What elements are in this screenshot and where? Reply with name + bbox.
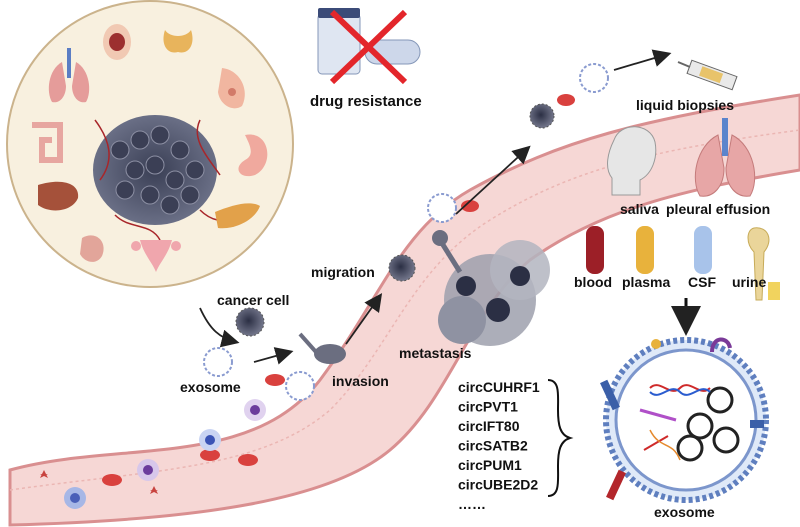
lungs-icon	[694, 118, 756, 197]
cancer-cell-icon	[235, 103, 555, 337]
uterus-icon	[131, 240, 181, 272]
primary-tumor	[93, 115, 236, 241]
exosome-bottom-label: exosome	[654, 504, 715, 520]
saliva-label: saliva	[620, 201, 659, 217]
cancer-cell-label: cancer cell	[217, 292, 289, 308]
liquid-biopsies-label: liquid biopsies	[636, 97, 734, 113]
invasion-label: invasion	[332, 373, 389, 389]
intestine-icon	[32, 122, 63, 163]
organ-circle	[6, 0, 294, 288]
blood-tube-icon	[586, 226, 604, 274]
exosome-small-icon	[203, 63, 609, 401]
stomach-icon	[238, 134, 268, 177]
pancreas-icon	[215, 203, 260, 229]
blood-label: blood	[574, 274, 612, 290]
circ-item: circSATB2	[458, 438, 528, 454]
csf-tube-icon	[694, 226, 712, 274]
circ-item: circCUHRF1	[458, 379, 540, 395]
csf-label: CSF	[688, 274, 716, 290]
metastasis-label: metastasis	[399, 345, 472, 361]
breast-icon	[218, 68, 245, 109]
flow-arrows	[199, 49, 672, 365]
liver-icon	[38, 181, 79, 211]
thyroid-icon	[163, 30, 193, 53]
drug-resistance-label: drug resistance	[310, 93, 422, 110]
circ-item: ……	[458, 496, 486, 512]
circ-item: circIFT80	[458, 418, 520, 434]
head-profile-icon	[607, 126, 657, 196]
metastasis-cluster	[432, 230, 550, 346]
migration-label: migration	[311, 264, 375, 280]
invading-cell-icon	[298, 332, 346, 364]
lung-icon	[48, 48, 90, 103]
white-blood-cells	[64, 399, 266, 509]
pleural-effusion-label: pleural effusion	[666, 201, 770, 217]
plasma-label: plasma	[622, 274, 670, 290]
red-blood-cells	[102, 94, 575, 486]
circ-brace	[547, 379, 574, 497]
circ-item: circPVT1	[458, 399, 518, 415]
exosome-large-icon	[600, 337, 769, 503]
bladder-icon	[80, 235, 104, 262]
mouth-icon	[103, 24, 131, 60]
urine-bag-icon	[747, 227, 780, 301]
syringe-icon	[677, 59, 738, 91]
urine-label: urine	[732, 274, 766, 290]
platelets	[40, 470, 158, 494]
plasma-tube-icon	[636, 226, 654, 274]
circ-list: circCUHRF1 circPVT1 circIFT80 circSATB2 circ…	[458, 379, 540, 512]
circ-item: circUBE2D2	[458, 477, 538, 493]
exosome-left-label: exosome	[180, 379, 241, 395]
drug-resistance-icon	[317, 8, 421, 85]
circ-item: circPUM1	[458, 457, 522, 473]
